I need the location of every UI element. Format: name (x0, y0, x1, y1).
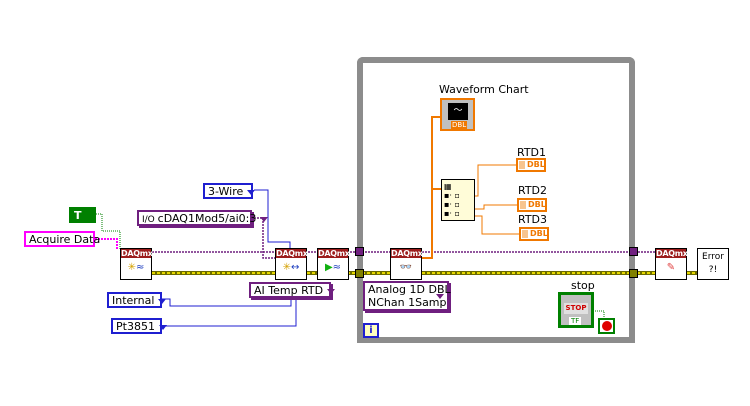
channel-type-text: AI Temp RTD (254, 284, 324, 297)
dropdown-arrow-icon[interactable] (436, 294, 444, 299)
waveform-chart-terminal[interactable]: 〜 DBL (440, 98, 475, 131)
rtd2-type: DBL (528, 200, 546, 209)
rtd3-wire (475, 215, 519, 235)
physical-channel-constant[interactable]: I/O cDAQ1Mod5/ai0:3 (137, 210, 269, 226)
stop-type-text: TF (569, 317, 582, 325)
iteration-terminal: i (363, 323, 379, 338)
dropdown-arrow-icon[interactable] (327, 288, 336, 294)
rtd3-label: RTD3 (518, 213, 548, 226)
read-type-line2: NChan 1Samp (368, 296, 447, 309)
rtd-type-text: Pt3851 (116, 320, 155, 333)
rtd-config-constant[interactable]: 3-Wire (203, 183, 256, 199)
task-name-constant[interactable]: Acquire Data (24, 231, 100, 247)
daqmx-create-channel-vi[interactable]: DAQmx ✳↔ (275, 248, 308, 280)
rtd1-wire (475, 164, 517, 197)
eraser-icon: ✎ (666, 262, 676, 273)
task-name-text: Acquire Data (29, 233, 101, 246)
dropdown-arrow-icon[interactable] (260, 216, 269, 222)
stop-wire (595, 310, 605, 320)
rtd3-indicator[interactable]: DBL (519, 227, 549, 241)
rtd1-indicator[interactable]: DBL (516, 158, 546, 172)
index-row-icon: ▪· ▫ (444, 200, 460, 209)
read-type-line1: Analog 1D DBL (368, 283, 451, 296)
stop-label: stop (571, 279, 595, 292)
error-tunnel-in (355, 269, 364, 278)
dropdown-arrow-icon[interactable] (158, 324, 167, 330)
error-tunnel-out (629, 269, 638, 278)
boolean-true-constant[interactable]: T (69, 207, 96, 223)
task-tunnel-out (629, 247, 638, 256)
loop-condition-terminal[interactable] (598, 318, 615, 334)
channel-type-selector[interactable]: AI Temp RTD (249, 282, 336, 298)
stop-button-text: STOP (564, 303, 588, 314)
dropdown-arrow-icon[interactable] (247, 189, 256, 195)
create-channel-icon: ✳↔ (282, 262, 300, 273)
channel-wire (254, 217, 280, 259)
daqmx-clear-task-vi[interactable]: DAQmx ✎ (655, 248, 688, 280)
index-row-icon: ▪· ▫ (444, 209, 460, 218)
physical-channel-text: cDAQ1Mod5/ai0:3 (157, 212, 257, 225)
excitation-constant[interactable]: Internal (107, 292, 167, 308)
task-name-wire (95, 238, 118, 250)
task-tunnel-in (355, 247, 364, 256)
io-icon: I/O (142, 215, 158, 225)
while-loop-bottom (357, 337, 635, 343)
daqmx-start-task-vi[interactable]: DAQmx ▶≈ (317, 248, 350, 280)
rtd2-indicator[interactable]: DBL (517, 198, 547, 212)
rtd-type-constant[interactable]: Pt3851 (111, 318, 167, 334)
chart-icon: 〜 (448, 103, 468, 120)
simple-error-handler-vi[interactable]: Error ?! (697, 248, 729, 280)
while-loop[interactable] (357, 57, 635, 343)
rtd-config-text: 3-Wire (208, 185, 244, 198)
rtd2-wire (475, 204, 517, 210)
chart-type-text: DBL (451, 121, 468, 129)
stop-sign-icon (602, 321, 612, 331)
create-task-icon: ✳≈ (127, 262, 145, 273)
daqmx-header: DAQmx (276, 249, 308, 258)
excitation-wire (162, 283, 292, 307)
excitation-text: Internal (112, 294, 155, 307)
rtd3-type: DBL (530, 229, 548, 238)
daqmx-header: DAQmx (121, 249, 153, 258)
waveform-chart-label: Waveform Chart (439, 83, 529, 96)
index-array-node[interactable]: ▦ ▪· ▫ ▪· ▫ ▪· ▫ (441, 179, 475, 221)
rtd2-label: RTD2 (518, 184, 548, 197)
read-type-selector[interactable]: Analog 1D DBL NChan 1Samp (363, 281, 451, 311)
dropdown-arrow-icon[interactable] (158, 298, 167, 304)
daqmx-header: DAQmx (656, 249, 688, 258)
stop-button-terminal[interactable]: STOP TF (558, 292, 594, 328)
rtd1-label: RTD1 (517, 146, 547, 159)
start-icon: ▶≈ (324, 262, 342, 273)
daqmx-header: DAQmx (391, 249, 423, 258)
read-glasses-icon: 👓 (399, 262, 413, 273)
boolean-wire (96, 213, 121, 250)
rtd-config-wire (254, 189, 291, 251)
daqmx-header: DAQmx (318, 249, 350, 258)
index-row-icon: ▪· ▫ (444, 191, 460, 200)
error-handler-text: Error ?! (702, 252, 724, 275)
array-icon: ▦ (444, 182, 452, 191)
daqmx-read-vi[interactable]: DAQmx 👓 (390, 248, 423, 280)
rtd1-type: DBL (527, 160, 545, 169)
boolean-true-text: T (74, 209, 82, 222)
daqmx-create-task-vi[interactable]: DAQmx ✳≈ (120, 248, 153, 280)
iteration-text: i (369, 325, 373, 336)
